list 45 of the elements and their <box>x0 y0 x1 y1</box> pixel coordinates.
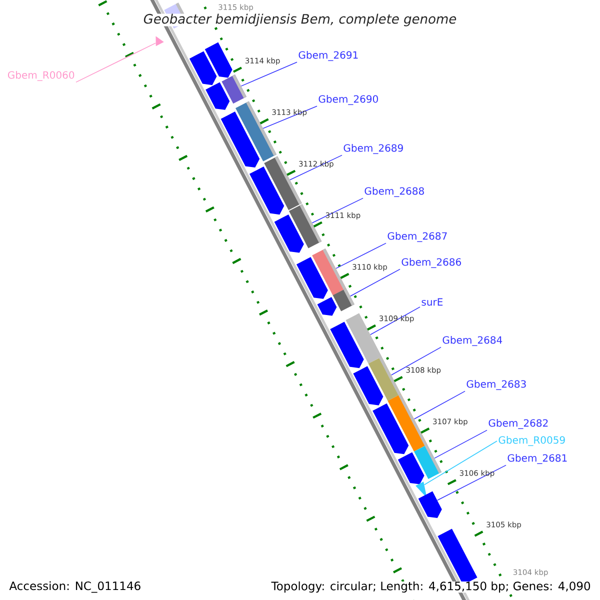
gene-label: Gbem_2689 <box>344 144 403 154</box>
gene-label: Gbem_2688 <box>364 187 424 197</box>
title: Geobacter bemidjiensis Bem, complete genome <box>143 14 457 26</box>
gene-label: Gbem_2684 <box>442 336 502 346</box>
leader-line <box>350 268 400 297</box>
leader-line <box>414 390 466 420</box>
leader-line <box>76 42 156 83</box>
gene-label: Gbem_2683 <box>466 380 526 390</box>
gene-bar <box>332 288 354 312</box>
gene-block <box>372 403 409 454</box>
leader-line <box>312 198 364 224</box>
gene-label: Gbem_2690 <box>318 95 378 105</box>
gene-block <box>189 51 217 86</box>
gene-block <box>156 36 164 46</box>
leader-line <box>391 346 442 376</box>
leader-line <box>424 440 498 486</box>
genome-stats-text: Topology: circular; Length: 4,615,150 bp; Genes: 4,090 <box>271 581 591 593</box>
gene-block <box>317 296 337 316</box>
gene-block <box>220 112 260 168</box>
gene-block <box>249 166 284 215</box>
gene-block <box>206 82 230 110</box>
gene-label: Gbem_R0060 <box>8 71 74 81</box>
gene-block <box>296 257 328 299</box>
gene-label: Gbem_R0059 <box>498 436 565 446</box>
gene-block <box>398 452 424 484</box>
leader-line <box>290 154 342 180</box>
gene-block <box>330 322 364 368</box>
leader-line <box>262 106 318 129</box>
gene-block <box>353 366 384 406</box>
gene-block <box>274 214 304 253</box>
accession-text: Accession: NC_011146 <box>9 581 140 593</box>
gene-label: Gbem_2682 <box>488 419 548 429</box>
leader-line <box>336 242 386 269</box>
leader-line <box>240 62 298 86</box>
gene-label: Gbem_2686 <box>402 258 461 268</box>
leader-line <box>437 464 506 501</box>
gene-label: Gbem_2691 <box>298 51 358 61</box>
gene-label: Gbem_2681 <box>508 454 567 464</box>
gene-block <box>204 42 232 78</box>
gene-label: surE <box>422 298 443 306</box>
gene-block <box>416 482 427 498</box>
gene-block <box>418 491 442 518</box>
leader-line <box>434 430 488 459</box>
leader-line <box>370 306 420 336</box>
gene-label: Gbem_2687 <box>388 232 447 242</box>
